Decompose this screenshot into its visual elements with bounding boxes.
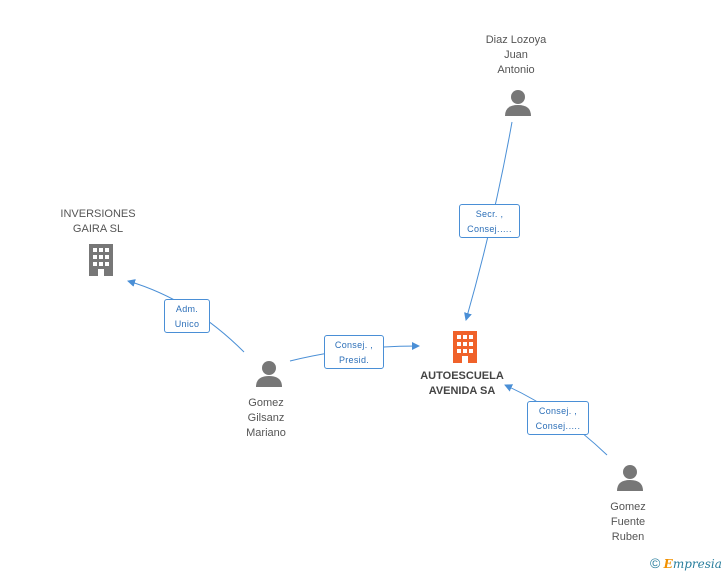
company-label-inversiones[interactable]: INVERSIONES GAIRA SL — [48, 207, 148, 237]
person-icon[interactable] — [615, 463, 645, 493]
label-line: Gomez — [248, 397, 284, 409]
copyright-symbol: © — [650, 555, 661, 571]
brand-name-rest: mpresia — [672, 557, 722, 571]
role-box-gilsanz-inversiones[interactable]: Adm. Unico — [164, 299, 210, 333]
person-label-fuente[interactable]: Gomez Fuente Ruben — [588, 500, 668, 545]
label-line: Gilsanz — [247, 412, 285, 424]
company-label-autoescuela[interactable]: AUTOESCUELA AVENIDA SA — [406, 369, 518, 399]
role-line: Secr. , — [475, 209, 504, 219]
building-icon[interactable] — [85, 243, 117, 277]
label-line: INVERSIONES — [60, 208, 136, 220]
role-line: Consej. , — [538, 406, 578, 416]
label-line: Mariano — [246, 427, 286, 439]
label-line: AVENIDA SA — [428, 385, 496, 397]
role-box-fuente-autoescuela[interactable]: Consej. , Consej.…. — [527, 401, 589, 435]
label-line: Antonio — [497, 64, 535, 76]
label-line: Ruben — [611, 531, 645, 543]
person-icon[interactable] — [254, 359, 284, 389]
label-line: Gomez — [610, 501, 646, 513]
label-line: Fuente — [610, 516, 646, 528]
person-icon[interactable] — [503, 88, 533, 118]
role-line: Consej.…. — [467, 224, 512, 234]
role-box-diaz-autoescuela[interactable]: Secr. , Consej.…. — [459, 204, 520, 238]
label-line: AUTOESCUELA — [420, 370, 504, 382]
main-company-building-icon[interactable] — [449, 330, 481, 364]
role-line: Presid. — [338, 355, 370, 365]
person-label-gilsanz[interactable]: Gomez Gilsanz Mariano — [226, 396, 306, 441]
role-line: Unico — [174, 319, 200, 329]
person-label-diaz[interactable]: Diaz Lozoya Juan Antonio — [470, 33, 562, 78]
label-line: GAIRA SL — [72, 223, 124, 235]
label-line: Juan — [504, 49, 528, 61]
role-line: Consej.…. — [535, 421, 581, 431]
brand-watermark: © Empresia — [650, 555, 722, 571]
brand-initial: E — [663, 557, 673, 571]
role-line: Adm. — [175, 304, 199, 314]
role-line: Consej. , — [334, 340, 374, 350]
role-box-gilsanz-autoescuela[interactable]: Consej. , Presid. — [324, 335, 384, 369]
label-line: Diaz Lozoya — [485, 34, 547, 46]
